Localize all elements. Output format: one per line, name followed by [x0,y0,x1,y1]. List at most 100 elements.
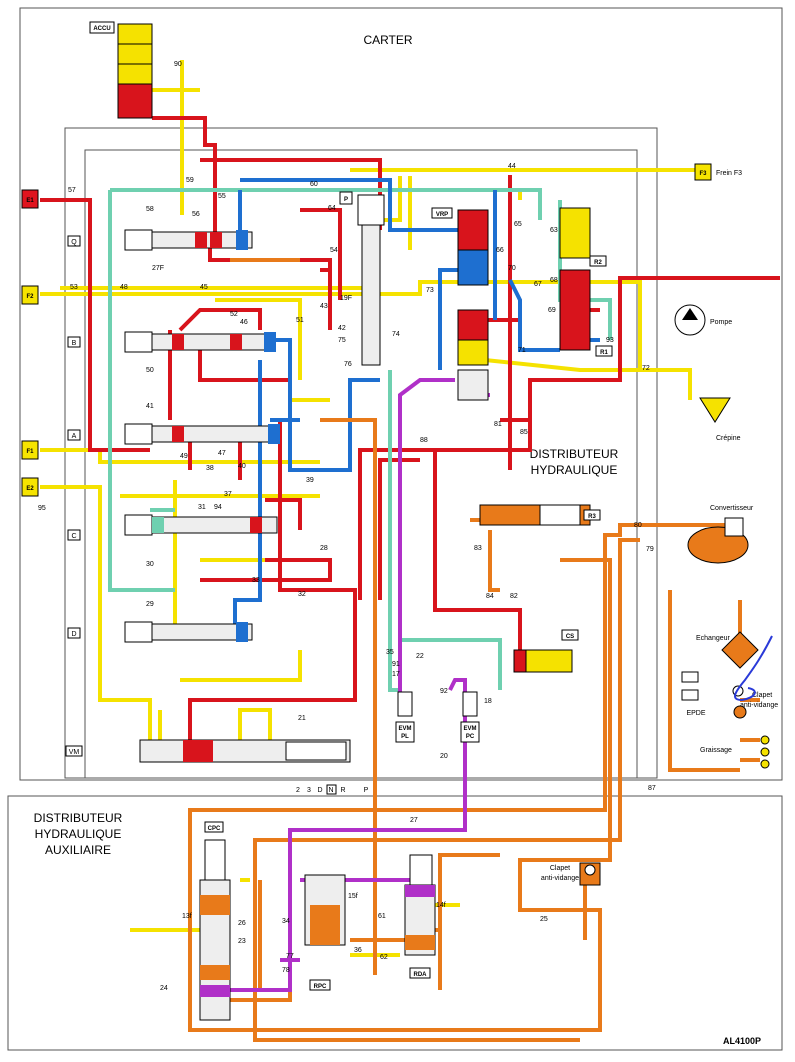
r2-label: R2 [594,260,602,266]
line-number-68: 68 [550,277,558,284]
line-number-17: 17 [392,671,400,678]
line-number-72: 72 [642,365,650,372]
graissage-label: Graissage [700,747,732,754]
line-number-73: 73 [426,287,434,294]
evm-pl-tag [395,721,415,743]
rpc-label: RPC [314,984,327,990]
r2-tag [589,255,607,267]
line-number-80: 80 [634,522,642,529]
line-number-28: 28 [320,545,328,552]
central-spool-head [357,194,385,226]
svg-text:VM: VM [69,749,80,756]
evm-pc-solenoid [462,691,478,717]
epde-sol-top [681,671,699,683]
line-number-83: 83 [474,545,482,552]
valve-row-a [124,423,280,445]
r1-valve [559,269,591,351]
r3-label: R3 [588,514,596,520]
line-number-92: 92 [440,688,448,695]
graissage-outlet-3 [760,759,770,769]
anti-vidange-aux-label: anti-vidange [541,875,579,882]
line-number-41: 41 [146,403,154,410]
f3-label: F3 [699,171,707,177]
cs-label: CS [566,634,574,640]
selector-positions: 2 3 D N R P [296,784,369,795]
epde-label: EPDE [686,710,705,717]
cpc-tag [204,821,224,833]
graissage-node [733,705,747,719]
handwritten-annotation [734,635,773,702]
line-number-56: 56 [192,211,200,218]
graissage-outlet-1 [760,735,770,745]
line-number-94: 94 [214,504,222,511]
line-number-66: 66 [496,247,504,254]
crepine-label: Crépine [716,435,741,442]
rpc-core [310,905,340,945]
crepine-symbol [699,397,731,423]
dist-hyd-title-1: DISTRIBUTEUR [530,447,619,461]
dist-aux-title-3: AUXILIAIRE [45,843,111,857]
line-number-42: 42 [338,325,346,332]
line-number-23: 23 [238,938,246,945]
e1-port [21,189,39,209]
accu-top [117,23,153,45]
line-number-22: 22 [416,653,424,660]
pompe-label: Pompe [710,319,732,326]
line-number-44: 44 [508,163,516,170]
vrp-top [457,209,489,251]
line-number-88: 88 [420,437,428,444]
line-number-47: 47 [218,450,226,457]
line-number-55: 55 [218,193,226,200]
line-number-54: 54 [330,247,338,254]
accu-tag [89,21,115,34]
reference-code: AL4100P [723,1036,761,1046]
clapet-aux-ball [584,864,596,876]
line-number-95: 95 [38,505,46,512]
valve-row-labels: Q B A C D VM [65,235,83,757]
line-number-21: 21 [298,715,306,722]
vrp-base [457,339,489,366]
cs-tag [561,629,579,641]
f1-label: F1 [26,449,34,455]
convertisseur-label: Convertisseur [710,505,754,512]
line-number-75: 75 [338,337,346,344]
rpc-tag [309,979,331,991]
line-number-38: 38 [206,465,214,472]
rda-head [409,854,433,886]
line-number-61: 61 [378,913,386,920]
line-number-24: 24 [160,985,168,992]
svg-text:P: P [364,787,369,794]
svg-text:2: 2 [296,787,300,794]
dist-hyd-title-2: HYDRAULIQUE [531,463,618,477]
svg-text:C: C [71,533,76,540]
r2-valve [559,207,591,259]
pompe-arrow [682,308,698,320]
line-number-40: 40 [238,463,246,470]
line-number-53: 53 [70,284,78,291]
line-number-13f: 13f [182,913,192,920]
graissage-outlet-2 [760,747,770,757]
rda-land-2 [405,935,435,950]
line-number-77: 77 [286,953,294,960]
convertisseur-cap [724,517,744,537]
line-number-33: 33 [252,577,260,584]
line-number-19F: 19F [340,295,352,302]
line-number-65: 65 [514,221,522,228]
line-number-51: 51 [296,317,304,324]
clapet-label: Clapet [752,692,772,699]
accu-bottom [117,83,153,119]
line-number-30: 30 [146,561,154,568]
line-number-25: 25 [540,916,548,923]
line-number-50: 50 [146,367,154,374]
cs-valve [513,649,527,673]
echangeur-symbol [721,631,759,669]
cpc-label: CPC [208,826,221,832]
evm-pc-label-1: EVM [463,726,476,732]
line-number-62: 62 [380,954,388,961]
clapet-aux-label: Clapet [550,865,570,872]
line-number-46: 46 [240,319,248,326]
line-number-15f: 15f [348,893,358,900]
line-number-74: 74 [392,331,400,338]
line-number-63: 63 [550,227,558,234]
